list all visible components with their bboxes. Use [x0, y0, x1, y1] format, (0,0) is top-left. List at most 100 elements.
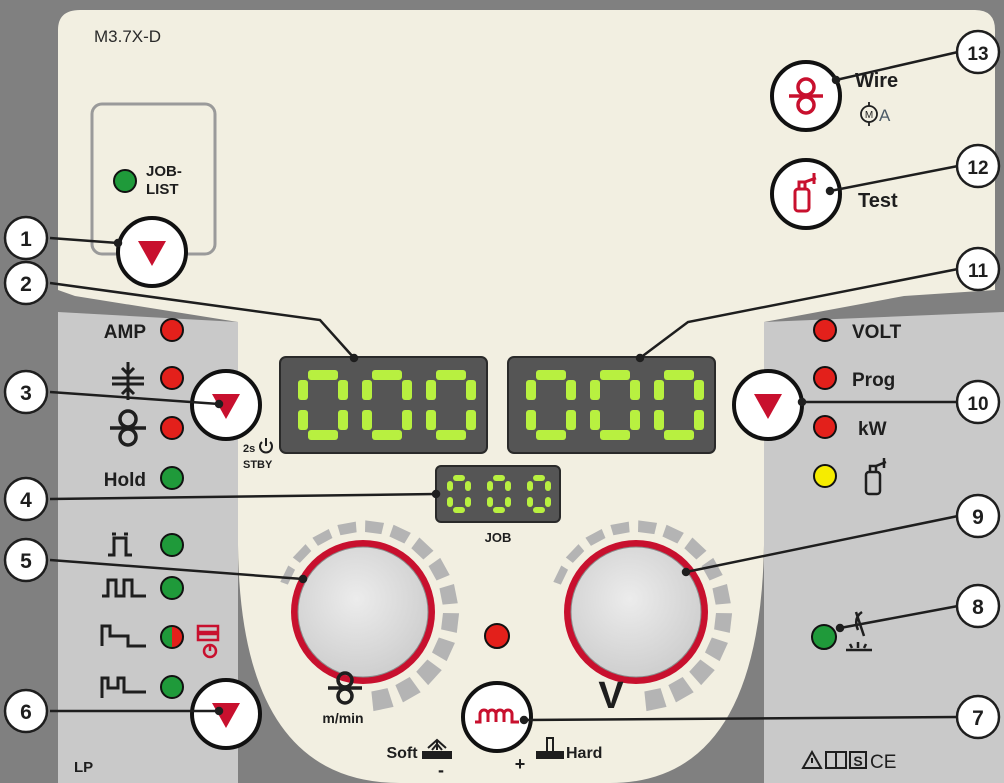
model-label: M3.7X-D	[94, 27, 161, 46]
motor-icon	[860, 102, 878, 126]
callout-2: 2	[3, 260, 49, 306]
digit-segment	[372, 430, 402, 440]
digit-segment	[493, 475, 505, 481]
scale-tick	[644, 688, 667, 712]
arrow-down-icon	[138, 241, 166, 266]
job-list-label-1: JOB-	[146, 163, 182, 180]
scale-tick	[441, 612, 460, 633]
digit-segment	[402, 410, 412, 430]
digit-segment	[654, 380, 664, 400]
digit-segment	[566, 410, 576, 430]
arrow-down-icon	[754, 394, 782, 419]
parameter-select-left-button[interactable]	[190, 369, 262, 441]
digit-segment	[630, 380, 640, 400]
digit-segment	[694, 380, 704, 400]
soft-label: Soft	[386, 745, 418, 762]
scale-tick	[416, 659, 442, 686]
voltage-knob[interactable]	[564, 540, 708, 684]
prog-label: Prog	[852, 370, 895, 391]
volt-label: VOLT	[852, 322, 902, 343]
left-grey-panel	[58, 312, 238, 783]
plus-label: +	[515, 754, 526, 774]
digit-segment	[453, 507, 465, 513]
digit-segment	[362, 410, 372, 430]
gas-led	[813, 464, 837, 488]
motor-m-label: M	[865, 110, 873, 121]
scale-tick	[280, 565, 296, 585]
digit-segment	[533, 475, 545, 481]
digit-segment	[466, 380, 476, 400]
digit-segment	[298, 380, 308, 400]
thickness-icon	[112, 362, 144, 400]
scale-tick	[431, 637, 455, 662]
wire-feed-icon	[110, 409, 146, 447]
scale-tick	[553, 565, 569, 585]
wire-inching-button[interactable]	[770, 60, 842, 132]
4-step-icon	[102, 578, 146, 598]
scale-tick	[371, 688, 394, 712]
callout-5: 5	[3, 537, 49, 583]
digit-segment	[308, 430, 338, 440]
special-4-step-icon	[100, 676, 146, 698]
special-2-step-led	[160, 625, 184, 649]
scale-tick	[439, 583, 458, 605]
operating-mode-button[interactable]	[190, 678, 262, 750]
parameter-select-right-button[interactable]	[732, 369, 804, 441]
digit-segment	[526, 410, 536, 430]
digit-segment	[590, 380, 600, 400]
digit-segment	[453, 475, 465, 481]
left-knob-scale	[280, 520, 460, 712]
svg-text:8: 8	[972, 596, 984, 619]
digit-segment	[566, 380, 576, 400]
wire-feed-icon	[789, 77, 823, 115]
callout-10: 10	[955, 379, 1001, 425]
hard-label: Hard	[566, 745, 602, 762]
digit-segment	[630, 410, 640, 430]
callout-11: 11	[955, 246, 1001, 292]
callout-4: 4	[3, 476, 49, 522]
job-list-button[interactable]	[116, 216, 188, 288]
choke-button[interactable]	[461, 681, 533, 753]
svg-text:10: 10	[967, 394, 988, 415]
lp-label: LP	[74, 759, 93, 776]
amp-label: AMP	[104, 322, 147, 343]
digit-segment	[527, 481, 533, 491]
digit-segment	[402, 380, 412, 400]
special-2-step-icon	[100, 624, 146, 648]
digit-segment	[694, 410, 704, 430]
digit-segment	[527, 497, 533, 507]
job-list-label-2: LIST	[146, 181, 179, 198]
digit-segment	[465, 497, 471, 507]
digit-segment	[664, 370, 694, 380]
inductor-icon	[475, 708, 519, 724]
digit-segment	[545, 481, 551, 491]
digit-segment	[487, 481, 493, 491]
job-label: JOB	[485, 530, 512, 545]
manual-icon	[825, 751, 847, 769]
scale-tick	[411, 537, 434, 560]
digit-segment	[447, 497, 453, 507]
digit-segment	[436, 430, 466, 440]
standby-label: STBY	[243, 459, 273, 471]
test-label: Test	[858, 190, 898, 212]
center-led	[484, 623, 510, 649]
digit-segment	[536, 370, 566, 380]
scale-tick	[292, 544, 312, 563]
digit-segment	[533, 507, 545, 513]
right-display-bezel	[507, 356, 716, 454]
wire-feed-led	[160, 416, 184, 440]
minus-label: -	[438, 760, 444, 780]
callout-9: 9	[955, 493, 1001, 539]
svg-text:7: 7	[972, 707, 984, 730]
soft-arc-icon	[422, 738, 452, 759]
wire-speed-knob[interactable]	[291, 540, 435, 684]
volt-led	[813, 318, 837, 342]
digit-segment	[664, 430, 694, 440]
digit-segment	[298, 410, 308, 430]
gas-test-button[interactable]	[770, 158, 842, 230]
scale-tick	[337, 521, 357, 536]
digit-segment	[436, 370, 466, 380]
callout-leaders	[49, 50, 959, 725]
4-step-led	[160, 576, 184, 600]
svg-text:5: 5	[20, 550, 32, 573]
